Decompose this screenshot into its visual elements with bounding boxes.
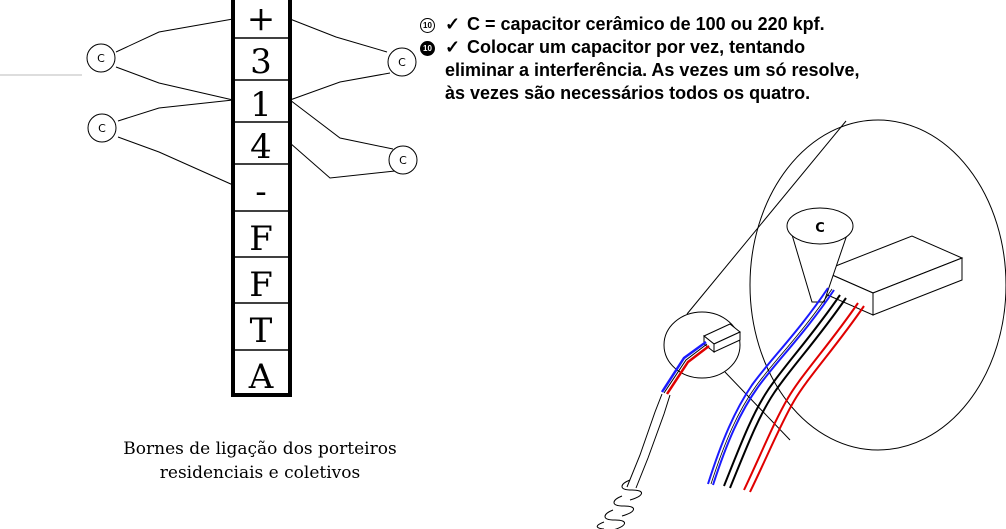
capacitor-top-left: C [86,43,116,73]
handset-illustration: C [596,119,1006,529]
big-wires [707,287,865,493]
zoom-ellipse [749,119,1006,451]
note-capacitor: 10 ✓ C = capacitor cerâmico de 100 ou 22… [420,13,980,36]
svg-text:C: C [398,56,406,69]
bullet-icon: 10 [420,41,435,56]
connector-circle [663,311,741,379]
svg-text:C: C [98,122,106,135]
terminal-strip: + 3 1 4 - F F T A [231,0,292,397]
zoom-capacitor: C [786,207,854,303]
figure-caption: Bornes de ligação dos porteiros residenc… [90,437,430,485]
caption-line-2: residenciais e coletivos [159,463,361,483]
terminal-f-2: F [249,265,273,305]
note-instructions-cont-2: às vezes são necessários todos os quatro… [445,83,811,103]
capacitor-bottom-left: C [87,113,117,143]
terminal-a: A [248,357,274,397]
terminal-1: 1 [250,85,272,125]
note-instructions-cont-1: eliminar a interferência. As vezes um só… [445,60,860,80]
bullet-icon: 10 [420,18,435,33]
notes: 10 ✓ C = capacitor cerâmico de 100 ou 22… [420,13,980,105]
note-instructions-text: Colocar um capacitor por vez, tentando [467,37,806,57]
capacitor-bottom-right: C [388,145,418,175]
terminal-plus: + [247,0,276,39]
left-capacitor-wires [115,18,234,186]
caption-line-1: Bornes de ligação dos porteiros [123,439,397,459]
check-icon: ✓ [445,14,461,34]
terminal-3: 3 [250,42,272,82]
note-capacitor-text: C = capacitor cerâmico de 100 ou 220 kpf… [467,14,825,34]
svg-text:C: C [97,52,105,65]
svg-text:C: C [399,154,407,167]
right-capacitor-wires [289,18,396,179]
terminal-4: 4 [250,127,272,167]
coiled-cord [596,479,642,529]
terminal-t: T [250,311,273,351]
svg-text:C: C [815,221,825,236]
terminal-minus: - [255,172,267,212]
check-icon: ✓ [445,37,461,57]
large-connector-block [821,235,964,316]
note-instructions: 10 ✓ Colocar um capacitor por vez, tenta… [420,36,980,59]
capacitor-top-right: C [387,47,417,77]
small-connector [703,323,741,354]
terminal-f-1: F [249,219,273,259]
